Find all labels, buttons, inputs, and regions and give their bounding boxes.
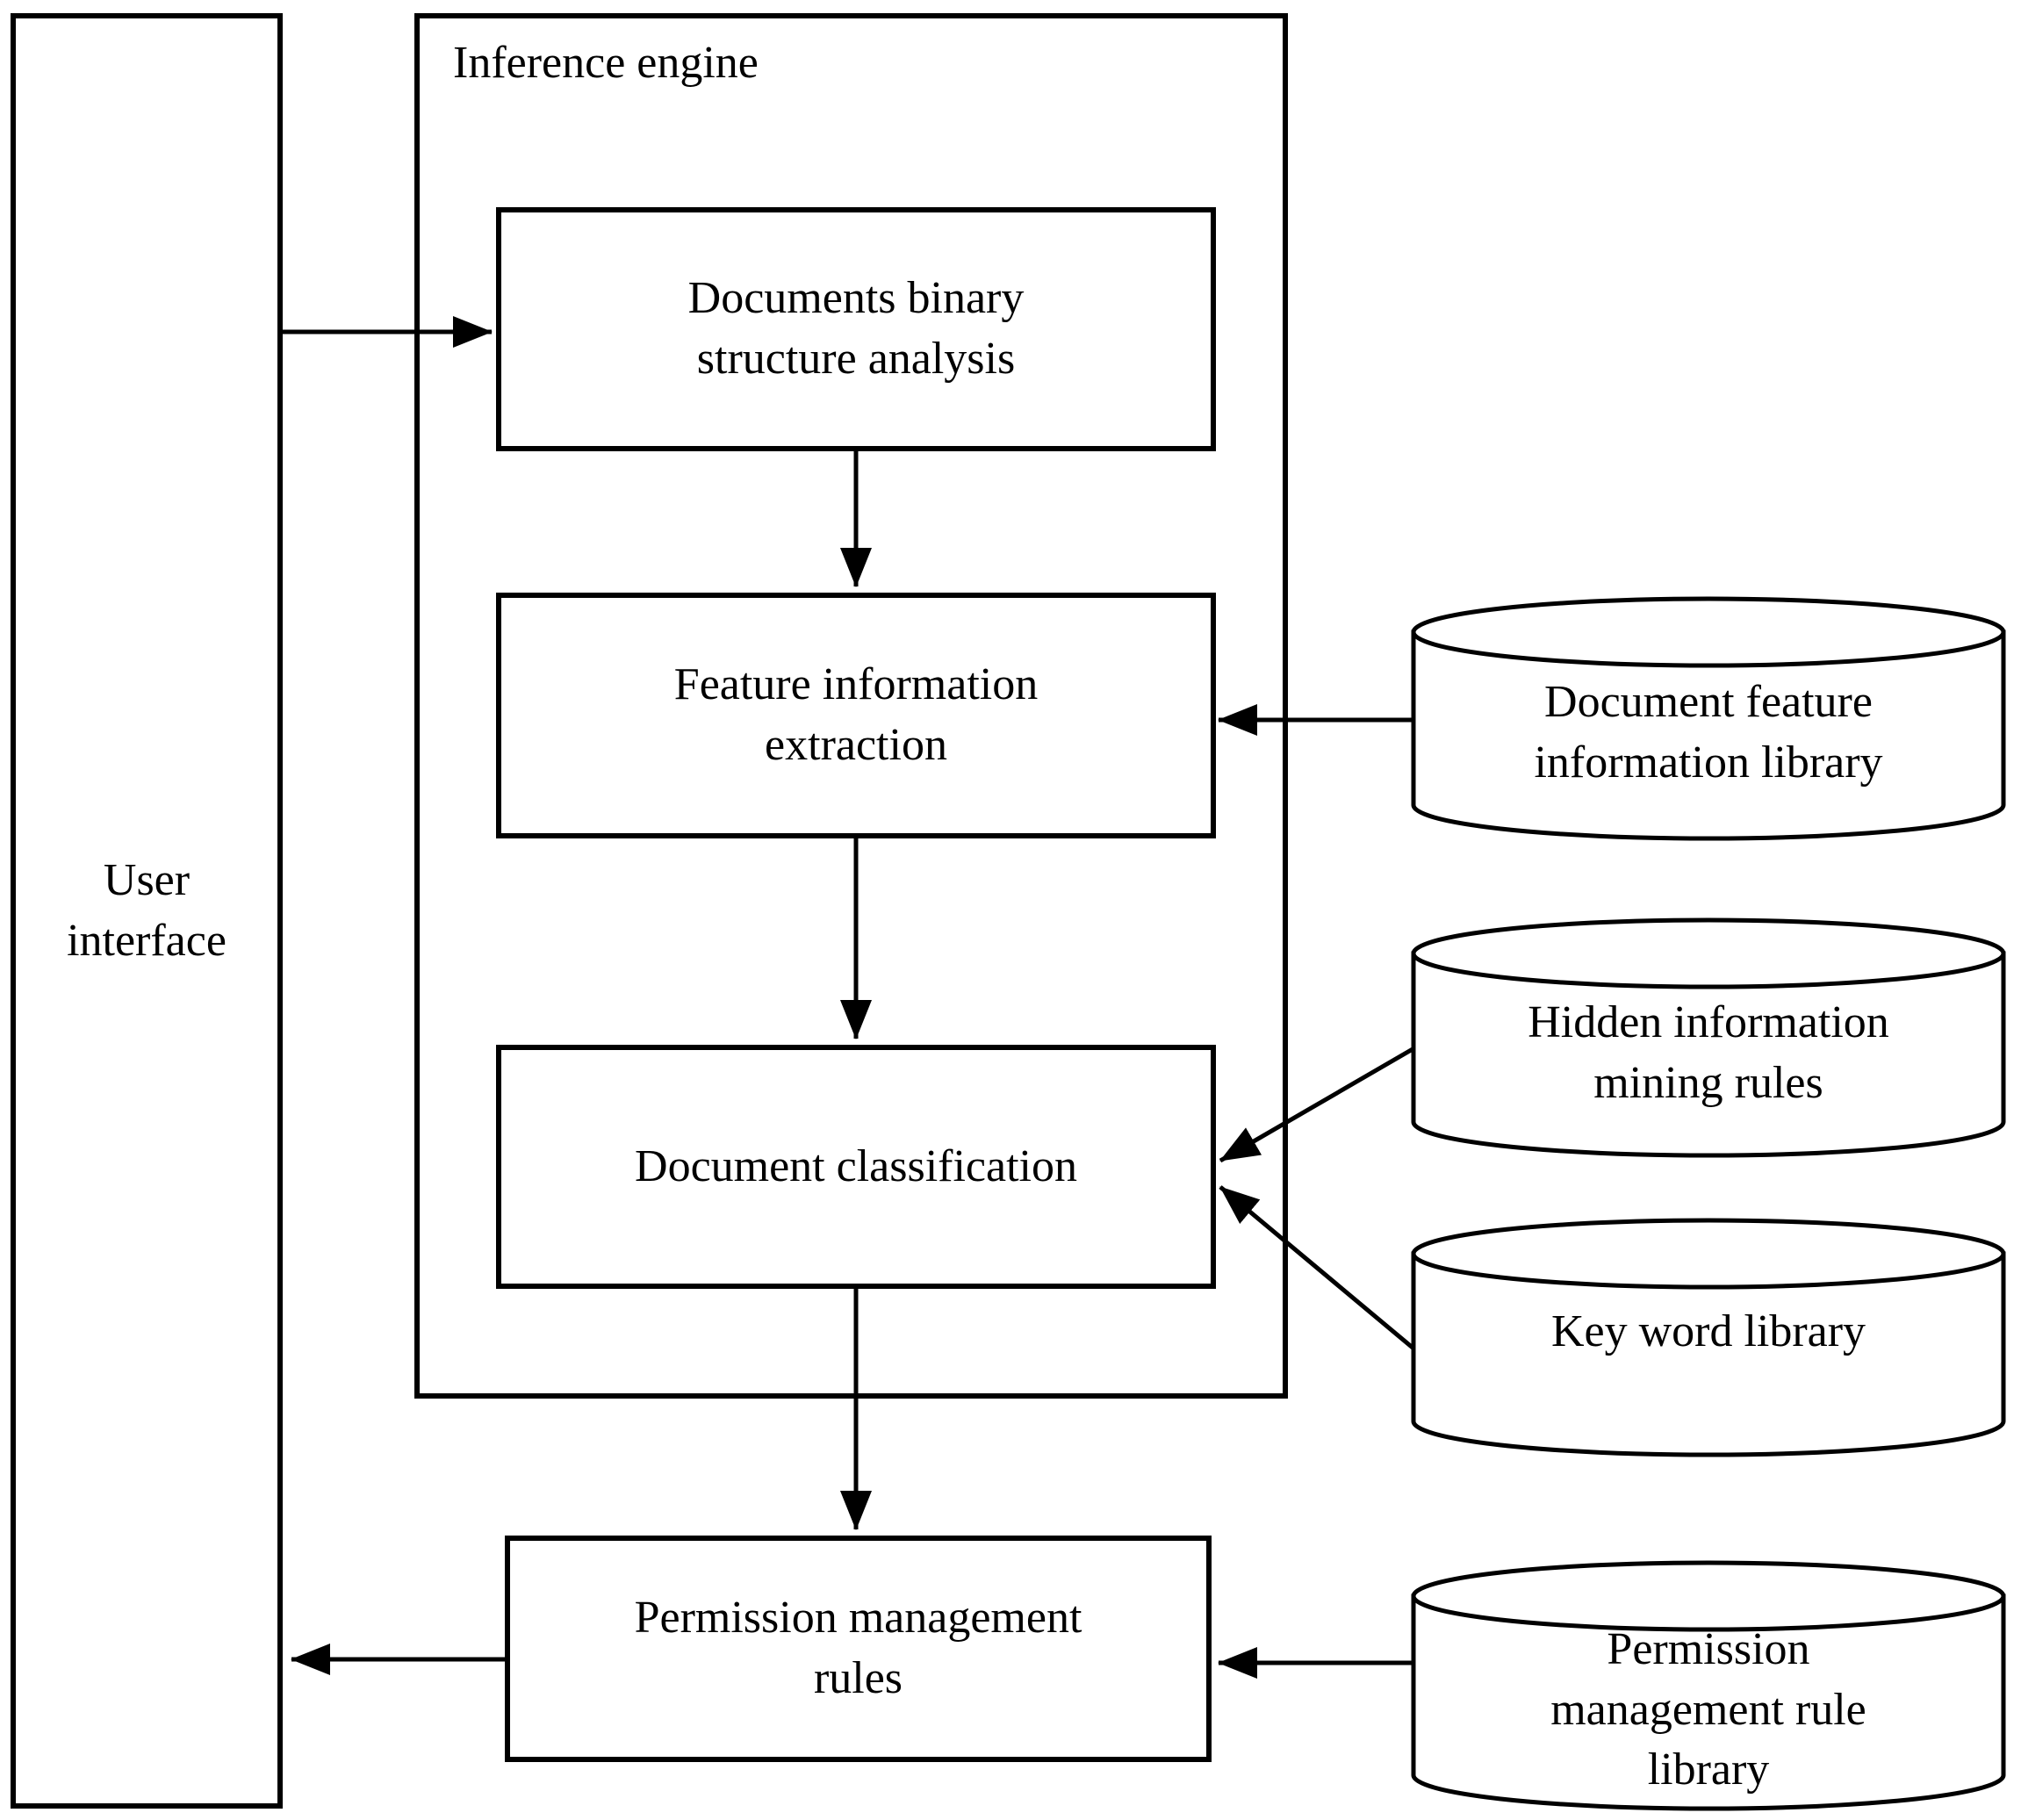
inference-engine-box [414, 13, 1288, 1399]
cylinder-document-feature-information-library [1411, 596, 2006, 841]
user-interface-label: User interface [67, 854, 227, 966]
cylinder-hidden-information-mining-rules [1411, 917, 2006, 1158]
document-feature-information-library-label: Document feature information library [1534, 677, 1883, 788]
permission-management-rule-library-label: Permission management rule library [1550, 1624, 1866, 1795]
feature-information-extraction-box: Feature information extraction [496, 593, 1216, 838]
document-classification-label: Document classification [635, 1140, 1077, 1191]
inference-engine-title: Inference engine [453, 38, 759, 88]
feature-information-extraction-label: Feature information extraction [673, 659, 1039, 770]
document-classification-box: Document classification [496, 1045, 1216, 1289]
user-interface-box: User interface [11, 13, 283, 1809]
documents-binary-structure-analysis-box: Documents binary structure analysis [496, 207, 1216, 451]
hidden-information-mining-rules-label: Hidden information mining rules [1528, 997, 1889, 1108]
document-feature-information-library-labelwrap: Document feature information library [1413, 650, 2003, 816]
permission-management-rule-library-labelwrap: Permission management rule library [1413, 1622, 2003, 1798]
permission-management-rules-box: Permission management rules [505, 1536, 1212, 1762]
cylinder-key-word-library [1411, 1218, 2006, 1457]
documents-binary-structure-analysis-label: Documents binary structure analysis [687, 273, 1025, 384]
key-word-library-label: Key word library [1550, 1306, 1866, 1357]
arrow-keyword-library-to-classification [1219, 1185, 1414, 1349]
hidden-information-mining-rules-labelwrap: Hidden information mining rules [1413, 970, 2003, 1137]
key-word-library-labelwrap: Key word library [1413, 1251, 2003, 1414]
arrow-mining-rules-to-classification [1219, 1047, 1414, 1163]
permission-management-rules-label: Permission management rules [634, 1593, 1082, 1703]
cylinder-permission-management-rule-library [1411, 1560, 2006, 1811]
